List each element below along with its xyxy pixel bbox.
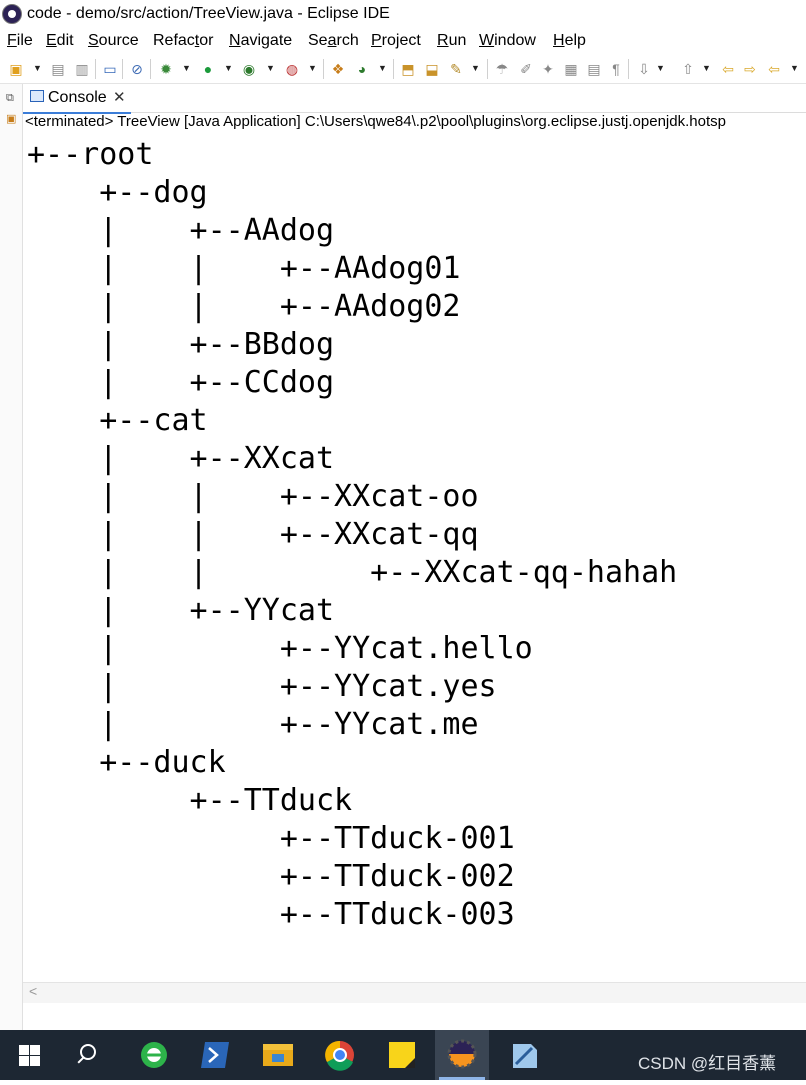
menu-item-help[interactable]: Help [553,32,586,49]
chevron-down-icon[interactable]: ▼ [471,63,480,73]
taskbar-item-browser[interactable] [127,1030,181,1080]
chevron-down-icon[interactable]: ▼ [266,63,275,73]
scroll-left-arrow[interactable]: < [29,983,38,999]
close-icon[interactable]: ✕ [113,89,126,106]
restore-icon[interactable]: ⧉ [6,92,14,104]
back-forward-icon[interactable]: ⇨ [744,61,756,77]
view-tab-row [23,84,806,113]
toolbar-separator [150,59,151,79]
chevron-down-icon[interactable]: ▼ [702,63,711,73]
toggle-mark-icon[interactable]: ✦ [542,61,554,77]
taskbar-item-notepad[interactable] [497,1030,551,1080]
menu-item-run[interactable]: Run [437,32,467,49]
menu-item-edit[interactable]: Edit [46,32,74,49]
chevron-down-icon[interactable]: ▼ [378,63,387,73]
highlight-icon[interactable]: ✐ [520,61,532,77]
menu-item-search[interactable]: Search [308,32,359,49]
horizontal-scrollbar[interactable] [23,982,806,1003]
skip-breakpoints-icon[interactable]: ⊘ [131,61,143,77]
save-all-icon[interactable]: ▥ [75,61,89,77]
block-selection-icon[interactable]: ▦ [564,61,578,77]
toolbar-separator [95,59,96,79]
taskbar-item-powershell[interactable] [189,1030,243,1080]
coverage-icon[interactable]: ◉ [242,61,256,77]
new-icon[interactable]: ▣ [9,61,23,77]
chevron-down-icon[interactable]: ▼ [182,63,191,73]
package-explorer-icon[interactable]: ▣ [6,113,17,125]
whitespace-icon[interactable]: ¶ [612,61,620,77]
watermark-text: CSDN @红目香薰 [638,1054,777,1073]
menu-item-refactor[interactable]: Refactor [153,32,214,49]
next-annotation-icon[interactable]: ⇩ [638,61,650,77]
console-output[interactable]: +--root +--dog | +--AAdog | | +--AAdog01… [27,137,678,932]
terminal-icon[interactable]: ▭ [103,61,117,77]
chevron-down-icon[interactable]: ▼ [308,63,317,73]
taskbar-item-chrome[interactable] [313,1030,367,1080]
toolbar-separator [628,59,629,79]
save-icon[interactable]: ▤ [51,61,65,77]
menu-item-source[interactable]: Source [88,32,139,49]
left-trim [0,84,23,1030]
chevron-down-icon[interactable]: ▼ [224,63,233,73]
external-tools-icon[interactable]: ◍ [285,61,299,77]
chevron-down-icon[interactable]: ▼ [33,63,42,73]
run-icon[interactable]: ● [203,61,213,77]
last-edit-icon[interactable]: ⇦ [722,61,734,77]
toolbar-separator [487,59,488,79]
windows-start-icon[interactable] [19,1045,40,1066]
console-icon [30,90,44,102]
taskbar-item-file-explorer[interactable] [251,1030,305,1080]
back-icon[interactable]: ⇦ [768,61,780,77]
tab-console-label: Console [48,89,107,106]
chevron-down-icon[interactable]: ▼ [656,63,665,73]
taskbar-item-sticky-notes[interactable] [375,1030,429,1080]
menu-item-window[interactable]: Window [479,32,536,49]
eclipse-icon[interactable] [2,4,22,24]
new-class-icon[interactable]: ◕ [357,61,367,77]
open-type-icon[interactable]: ⬒ [401,61,415,77]
toolbar-separator [393,59,394,79]
toolbar-separator [122,59,123,79]
open-folder-icon[interactable]: ⬓ [425,61,439,77]
title-bar [0,0,806,30]
search-icon[interactable] [80,1044,96,1060]
toolbar-separator [323,59,324,79]
taskbar-item-eclipse[interactable] [435,1030,489,1080]
debug-icon[interactable]: ✹ [160,61,172,77]
toolbar [0,55,806,84]
chevron-down-icon[interactable]: ▼ [790,63,799,73]
window-title: code - demo/src/action/TreeView.java - E… [27,5,390,22]
menu-item-file[interactable]: File [7,32,33,49]
menu-item-project[interactable]: Project [371,32,421,49]
new-package-icon[interactable]: ❖ [331,61,345,77]
console-status-line: <terminated> TreeView [Java Application]… [25,113,726,130]
menu-item-navigate[interactable]: Navigate [229,32,293,49]
previous-annotation-icon[interactable]: ⇧ [682,61,694,77]
word-wrap-icon[interactable]: ▤ [587,61,601,77]
toggle-comment-icon[interactable]: ☂ [495,61,509,77]
open-task-icon[interactable]: ✎ [450,61,462,77]
